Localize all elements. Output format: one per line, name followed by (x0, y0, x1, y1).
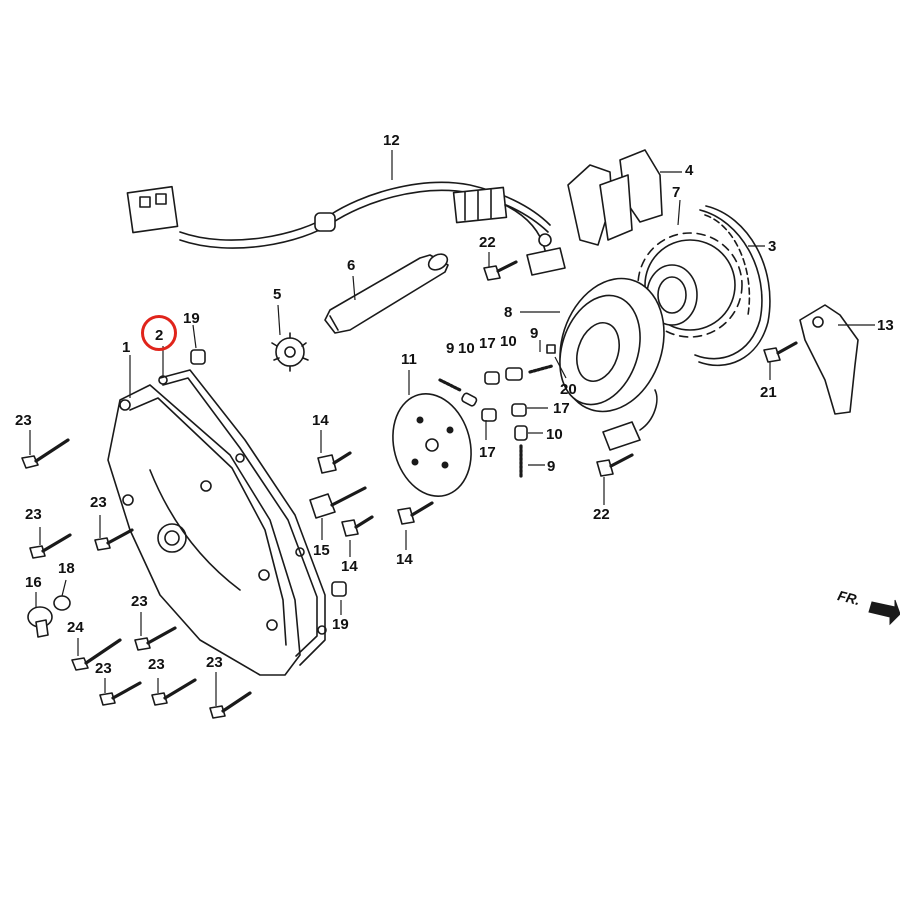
part-label-22-top: 22 (479, 234, 496, 251)
part-label-1: 1 (122, 339, 131, 356)
highlight-circle (141, 315, 177, 351)
part-label-19-top: 19 (183, 310, 200, 327)
part-label-12: 12 (383, 132, 400, 149)
part-label-9-left: 9 (446, 340, 455, 357)
part-label-5: 5 (273, 286, 282, 303)
part-label-6: 6 (347, 257, 356, 274)
part-label-23-a: 23 (15, 412, 32, 429)
part-label-13: 13 (877, 317, 894, 334)
side-cover (107, 384, 301, 676)
part-label-23-d: 23 (131, 593, 148, 610)
part-label-8: 8 (504, 304, 513, 321)
part-label-14-middle: 14 (341, 558, 358, 575)
front-direction-arrow (868, 599, 900, 626)
part-label-14-top: 14 (312, 412, 329, 429)
part-label-17-right: 17 (553, 400, 570, 417)
springs-and-rollers (438, 344, 556, 480)
part-label-23-g: 23 (206, 654, 223, 671)
clutch-plate (392, 393, 472, 497)
part-label-23-e: 23 (148, 656, 165, 673)
part-label-21: 21 (760, 384, 777, 401)
part-label-17-top: 17 (479, 335, 496, 352)
part-label-15: 15 (313, 542, 330, 559)
part-label-18: 18 (58, 560, 75, 577)
part-label-23-c: 23 (25, 506, 42, 523)
part-label-9-lower: 9 (547, 458, 556, 475)
rotor (559, 277, 665, 451)
bracket (799, 304, 859, 415)
part-label-23-f: 23 (95, 660, 112, 677)
dowel-pins (190, 349, 347, 597)
part-label-16: 16 (25, 574, 42, 591)
part-label-10-left: 10 (458, 340, 475, 357)
part-label-7: 7 (672, 184, 681, 201)
drive-chain (694, 205, 771, 367)
part-label-3: 3 (768, 238, 777, 255)
driven-sprocket (637, 232, 743, 338)
part-label-4: 4 (685, 162, 694, 179)
small-sprocket (271, 332, 309, 372)
wire-harness (126, 181, 566, 276)
shaft (324, 253, 449, 334)
leader-lines (29, 150, 875, 706)
part-label-9-upper: 9 (530, 325, 539, 342)
part-label-11: 11 (401, 351, 417, 368)
brush-holder (567, 149, 663, 246)
bolts (21, 260, 798, 719)
part-label-22-bottom: 22 (593, 506, 610, 523)
part-label-14-bottom: 14 (396, 551, 413, 568)
part-label-23-b: 23 (90, 494, 107, 511)
part-label-17-bottom: 17 (479, 444, 496, 461)
part-label-10-top: 10 (500, 333, 517, 350)
part-label-19-bottom: 19 (332, 616, 349, 633)
part-label-24: 24 (67, 619, 84, 636)
part-label-20: 20 (560, 381, 577, 398)
part-label-10-right: 10 (546, 426, 563, 443)
